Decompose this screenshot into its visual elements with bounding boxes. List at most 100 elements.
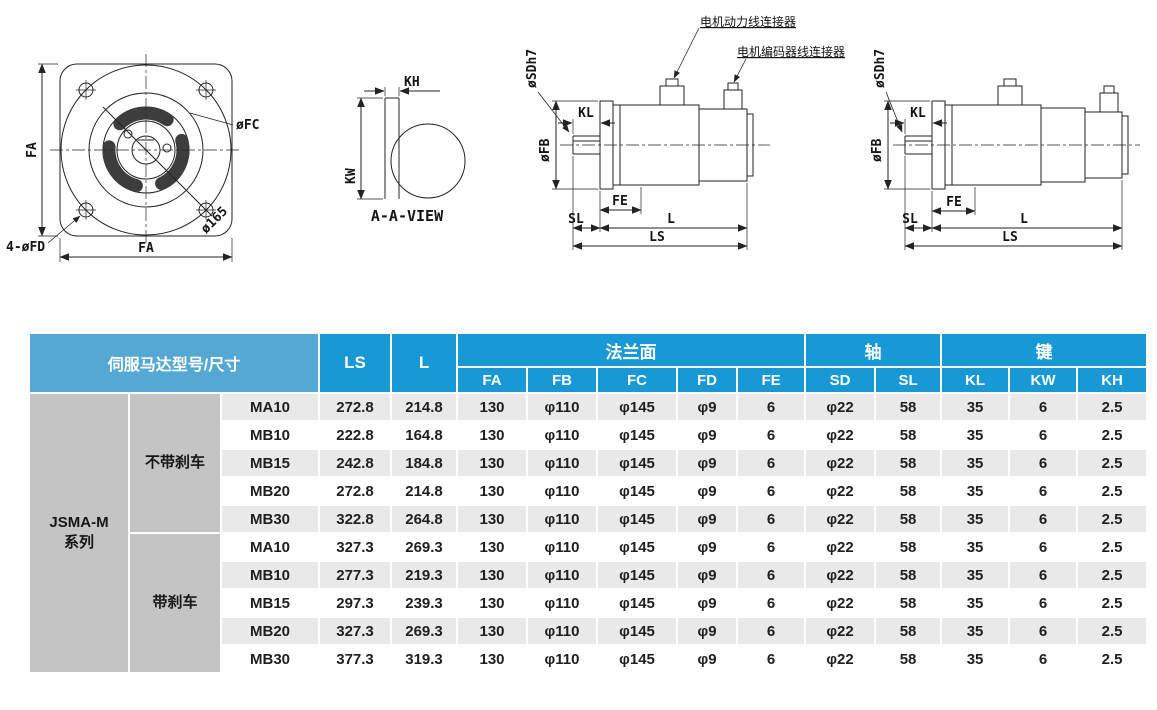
value-fc: φ145 xyxy=(596,476,679,506)
value-sl: 58 xyxy=(874,392,943,422)
brake-group-label-0: 不带刹车 xyxy=(128,392,222,534)
fc-label: øFC xyxy=(236,118,259,133)
power-connector-label: 电机动力线连接器 xyxy=(700,14,796,29)
value-fe: 6 xyxy=(736,392,807,422)
value-fa: 130 xyxy=(456,420,529,450)
value-fc: φ145 xyxy=(596,560,679,590)
value-fb: φ110 xyxy=(526,644,599,674)
aa-view-title: A-A-VIEW xyxy=(371,207,444,225)
value-kh: 2.5 xyxy=(1076,504,1149,534)
flange-pilot-label: øFB xyxy=(538,138,553,162)
value-kl: 35 xyxy=(940,644,1011,674)
value-sl: 58 xyxy=(874,588,943,618)
value-fd: φ9 xyxy=(676,448,739,478)
value-kh: 2.5 xyxy=(1076,560,1149,590)
value-kl: 35 xyxy=(940,504,1011,534)
value-sd: φ22 xyxy=(804,448,877,478)
value-sd: φ22 xyxy=(804,588,877,618)
value-kh: 2.5 xyxy=(1076,616,1149,646)
value-sl: 58 xyxy=(874,420,943,450)
col-header-ls: LS xyxy=(318,332,393,394)
group-header-key: 键 xyxy=(940,332,1149,368)
kl-label: KL xyxy=(910,106,926,121)
value-l: 264.8 xyxy=(390,504,459,534)
value-kl: 35 xyxy=(940,476,1011,506)
l-label: L xyxy=(667,212,675,227)
value-sd: φ22 xyxy=(804,616,877,646)
power-connector xyxy=(659,78,685,106)
value-kl: 35 xyxy=(940,392,1011,422)
series-label: JSMA-M 系列 xyxy=(28,392,130,674)
value-kw: 6 xyxy=(1008,420,1079,450)
value-sd: φ22 xyxy=(804,504,877,534)
value-sl: 58 xyxy=(874,560,943,590)
value-fe: 6 xyxy=(736,616,807,646)
value-fd: φ9 xyxy=(676,560,739,590)
value-sl: 58 xyxy=(874,532,943,562)
value-l: 184.8 xyxy=(390,448,459,478)
value-ls: 327.3 xyxy=(318,616,393,646)
section-view-drawing: KH KW A-A-VIEW xyxy=(344,75,466,225)
value-kw: 6 xyxy=(1008,392,1079,422)
model-name: MB20 xyxy=(219,476,321,506)
value-fa: 130 xyxy=(456,616,529,646)
fa-horizontal-label: FA xyxy=(138,241,154,256)
value-fb: φ110 xyxy=(526,616,599,646)
header-row-groups: 伺服马达型号/尺寸 LS L 法兰面 轴 键 xyxy=(27,332,1149,394)
model-name: MA10 xyxy=(219,532,321,562)
value-fe: 6 xyxy=(736,448,807,478)
value-fe: 6 xyxy=(736,420,807,450)
spec-table: 伺服马达型号/尺寸 LS L 法兰面 轴 键 FA FB FC FD FE SD… xyxy=(27,332,1149,674)
value-sl: 58 xyxy=(874,644,943,674)
value-kw: 6 xyxy=(1008,504,1079,534)
shaft-end-circle xyxy=(390,123,466,199)
value-fd: φ9 xyxy=(676,616,739,646)
value-kh: 2.5 xyxy=(1076,644,1149,674)
value-fc: φ145 xyxy=(596,448,679,478)
value-fc: φ145 xyxy=(596,420,679,450)
value-fb: φ110 xyxy=(526,448,599,478)
value-fc: φ145 xyxy=(596,504,679,534)
value-ls: 322.8 xyxy=(318,504,393,534)
value-fb: φ110 xyxy=(526,588,599,618)
value-fa: 130 xyxy=(456,588,529,618)
flange-pilot-label: øFB xyxy=(870,138,885,162)
table-title: 伺服马达型号/尺寸 xyxy=(27,332,321,394)
value-sd: φ22 xyxy=(804,532,877,562)
brake-group-label-1: 带刹车 xyxy=(128,532,222,674)
value-sd: φ22 xyxy=(804,560,877,590)
col-header-fa: FA xyxy=(456,366,529,394)
col-header-kh: KH xyxy=(1076,366,1149,394)
col-header-sd: SD xyxy=(804,366,877,394)
sl-label: SL xyxy=(902,212,918,227)
value-fc: φ145 xyxy=(596,644,679,674)
ls-label: LS xyxy=(1002,230,1018,245)
value-kl: 35 xyxy=(940,532,1011,562)
sl-label: SL xyxy=(568,212,584,227)
ls-label: LS xyxy=(649,230,665,245)
col-header-fb: FB xyxy=(526,366,599,394)
encoder-connector xyxy=(1099,85,1119,113)
value-fd: φ9 xyxy=(676,420,739,450)
fe-label: FE xyxy=(946,195,962,210)
fan-spokes xyxy=(102,106,190,193)
front-view-drawing: FA FA øFC ø165 4-øFD xyxy=(6,54,259,262)
value-sl: 58 xyxy=(874,476,943,506)
model-name: MB15 xyxy=(219,588,321,618)
group-header-shaft: 轴 xyxy=(804,332,943,368)
technical-drawings: FA FA øFC ø165 4-øFD KH xyxy=(6,14,1140,262)
model-name: MB10 xyxy=(219,560,321,590)
col-header-fd: FD xyxy=(676,366,739,394)
value-fa: 130 xyxy=(456,644,529,674)
value-ls: 377.3 xyxy=(318,644,393,674)
model-name: MB30 xyxy=(219,644,321,674)
fa-vertical-label: FA xyxy=(25,142,40,158)
value-fe: 6 xyxy=(736,476,807,506)
value-kh: 2.5 xyxy=(1076,392,1149,422)
value-fd: φ9 xyxy=(676,476,739,506)
